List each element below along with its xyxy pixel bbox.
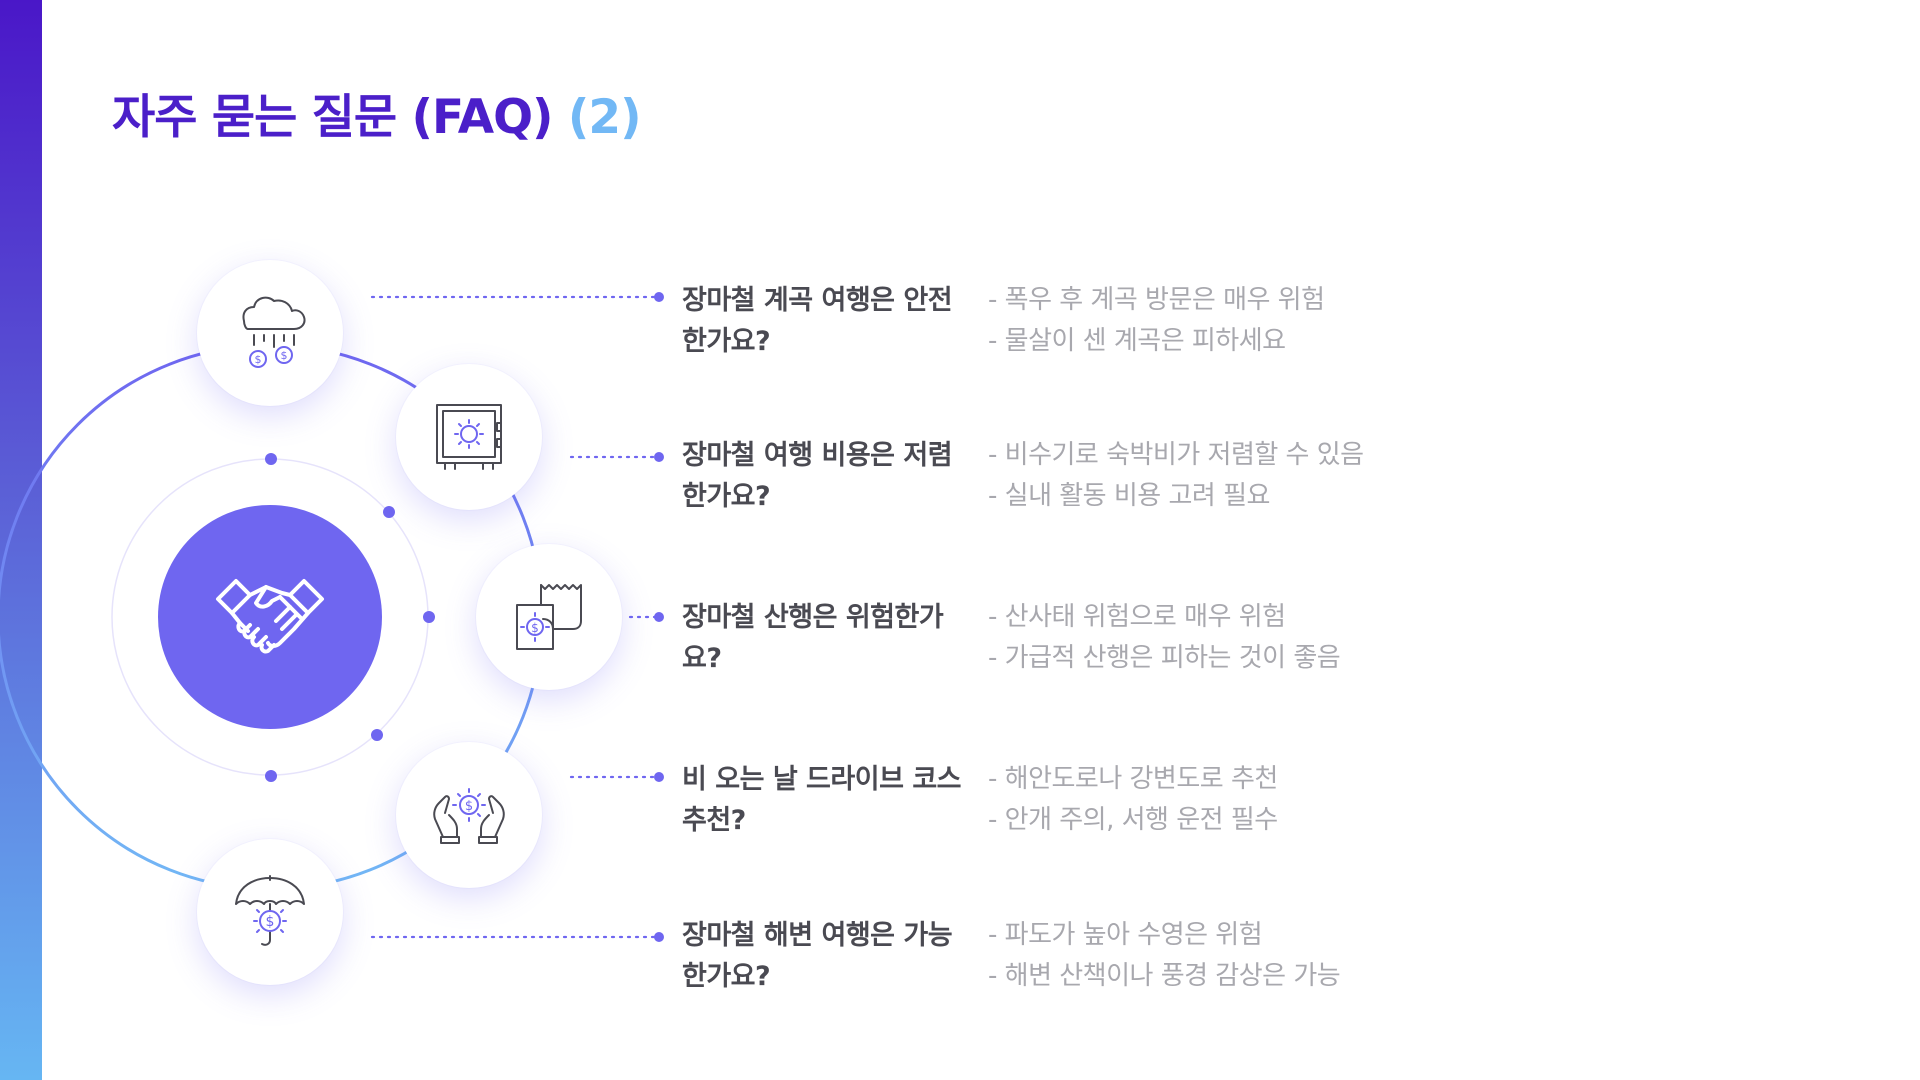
page-title-text: 자주 묻는 질문 (FAQ) xyxy=(112,90,554,145)
faq-answer-4b: - 안개 주의, 서행 운전 필수 xyxy=(988,805,1278,835)
connector-endpoint xyxy=(654,612,664,622)
faq-icon-circle-4: $ xyxy=(396,742,542,888)
faq-answer-5a: - 파도가 높아 수영은 위험 xyxy=(988,920,1263,950)
umbrella-coin-icon: $ xyxy=(235,875,305,946)
svg-text:$: $ xyxy=(531,621,539,635)
faq-answer-4a: - 해안도로나 강변도로 추천 xyxy=(988,764,1278,794)
page-title: 자주 묻는 질문 (FAQ) (2) xyxy=(112,78,642,147)
faq-answer-block-5: - 파도가 높아 수영은 위험 - 해변 산책이나 풍경 감상은 가능 xyxy=(988,915,1408,997)
orbit-dot xyxy=(423,611,435,623)
orbit-dot xyxy=(265,453,277,465)
svg-text:$: $ xyxy=(266,914,275,930)
faq-answer-1b: - 물살이 센 계곡은 피하세요 xyxy=(988,326,1286,356)
faq-question-1: 장마철 계곡 여행은 안전한가요? xyxy=(682,285,953,357)
orbit-dot xyxy=(265,770,277,782)
svg-text:$: $ xyxy=(255,353,262,366)
receipt-icon: $ xyxy=(516,584,582,650)
faq-question-4: 비 오는 날 드라이브 코스 추천? xyxy=(682,764,962,836)
faq-icon-circle-3: $ xyxy=(476,544,622,690)
connector-endpoint xyxy=(654,452,664,462)
faq-answer-1a: - 폭우 후 계곡 방문은 매우 위험 xyxy=(988,285,1325,315)
orbit-dots xyxy=(265,453,435,782)
connector-endpoint xyxy=(654,932,664,942)
orbit-dot xyxy=(383,506,395,518)
svg-text:$: $ xyxy=(281,349,288,362)
faq-answer-2b: - 실내 활동 비용 고려 필요 xyxy=(988,481,1270,511)
faq-answer-3a: - 산사태 위험으로 매우 위험 xyxy=(988,602,1286,632)
hands-coin-icon: $ xyxy=(433,788,505,844)
faq-answer-block-3: - 산사태 위험으로 매우 위험 - 가급적 산행은 피하는 것이 좋음 xyxy=(988,597,1408,679)
faq-answer-block-4: - 해안도로나 강변도로 추천 - 안개 주의, 서행 운전 필수 xyxy=(988,759,1408,841)
page-title-number: (2) xyxy=(567,90,642,145)
faq-icon-circle-2 xyxy=(396,364,542,510)
connector-lines xyxy=(370,295,657,939)
handshake-icon xyxy=(216,579,324,654)
faq-question-5: 장마철 해변 여행은 가능한가요? xyxy=(682,920,953,992)
safe-icon xyxy=(436,404,502,470)
left-accent-bar xyxy=(0,0,42,1080)
connector-endpoints xyxy=(654,292,664,942)
center-circle xyxy=(158,505,382,729)
connector-endpoint xyxy=(654,292,664,302)
faq-answer-block-2: - 비수기로 숙박비가 저렴할 수 있음 - 실내 활동 비용 고려 필요 xyxy=(988,435,1408,517)
faq-question-3: 장마철 산행은 위험한가요? xyxy=(682,602,944,674)
connector-endpoint xyxy=(654,772,664,782)
faq-answer-5b: - 해변 산책이나 풍경 감상은 가능 xyxy=(988,961,1341,991)
rain-money-icon: $ $ xyxy=(242,296,306,368)
orbit-dot xyxy=(371,729,383,741)
faq-icon-circle-5: $ xyxy=(197,839,343,985)
faq-question-2: 장마철 여행 비용은 저렴한가요? xyxy=(682,440,953,512)
faq-answer-block-1: - 폭우 후 계곡 방문은 매우 위험 - 물살이 센 계곡은 피하세요 xyxy=(988,280,1408,362)
faq-answer-3b: - 가급적 산행은 피하는 것이 좋음 xyxy=(988,643,1341,673)
svg-text:$: $ xyxy=(465,799,473,814)
faq-answer-2a: - 비수기로 숙박비가 저렴할 수 있음 xyxy=(988,440,1364,470)
faq-icon-circle-1: $ $ xyxy=(197,260,343,406)
